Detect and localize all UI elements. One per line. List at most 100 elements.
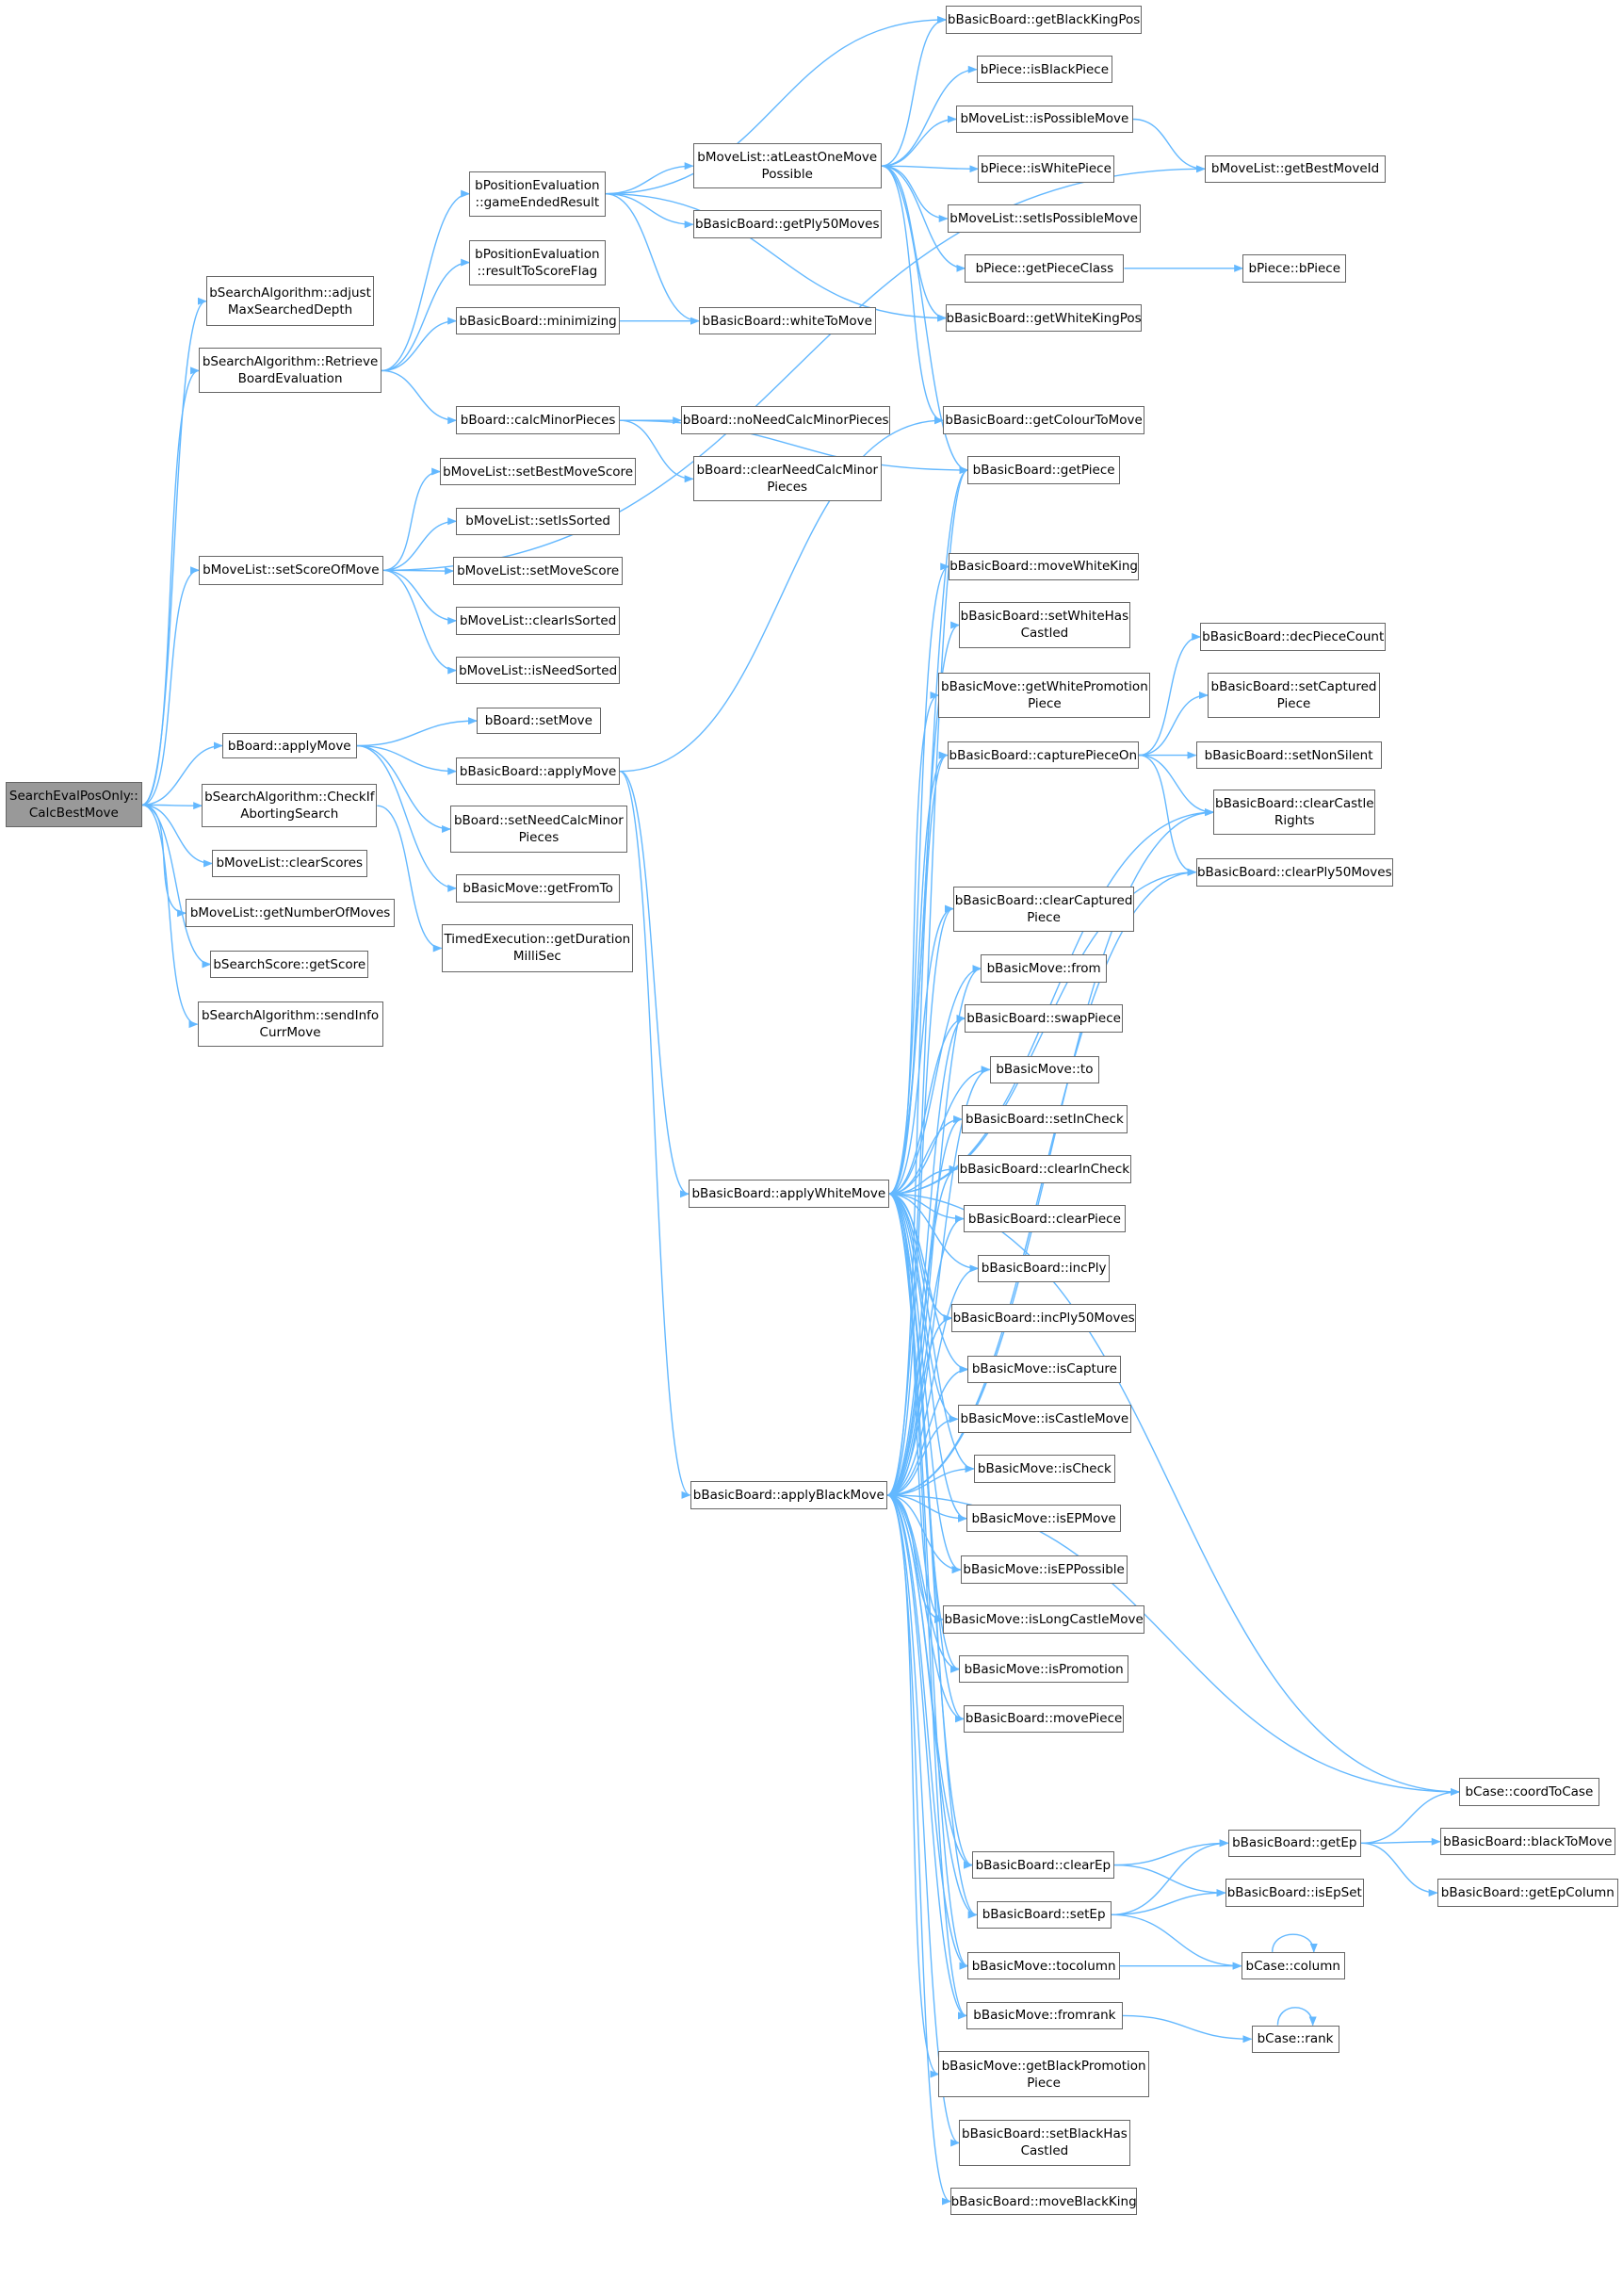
node-b-move-list-get-best-move-id[interactable]: bMoveList::getBestMoveId: [1204, 155, 1387, 183]
edge-b4-c5: [620, 419, 694, 483]
node-b-basic-move-is-capture[interactable]: bBasicMove::isCapture: [967, 1355, 1122, 1384]
node-b-basic-board-get-ep[interactable]: bBasicBoard::getEp: [1227, 1829, 1361, 1858]
node-b-basic-move-is-long-castle-move[interactable]: bBasicMove::isLongCastleMove: [943, 1605, 1145, 1634]
node-b-basic-board-minimizing[interactable]: bBasicBoard::minimizing: [456, 306, 621, 335]
node-b-basic-board-is-ep-set[interactable]: bBasicBoard::isEpSet: [1225, 1879, 1364, 1907]
node-b-move-list-clear-is-sorted[interactable]: bMoveList::clearIsSorted: [456, 607, 621, 635]
node-b-basic-board-apply-black-move[interactable]: bBasicBoard::applyBlackMove: [690, 1481, 888, 1509]
node-b-basic-move-is-eppossible[interactable]: bBasicMove::isEPPossible: [960, 1555, 1128, 1584]
node-b-basic-board-capture-piece-on[interactable]: bBasicBoard::capturePieceOn: [947, 741, 1139, 770]
edge-c6-d33: [888, 1193, 969, 1970]
edge-d32-e10: [1111, 1913, 1242, 1970]
node-b-basic-board-clear-ep[interactable]: bBasicBoard::clearEp: [972, 1850, 1114, 1880]
node-b-move-list-get-number-of-moves[interactable]: bMoveList::getNumberOfMoves: [186, 899, 396, 927]
node-b-basic-move-is-castle-move[interactable]: bBasicMove::isCastleMove: [957, 1405, 1132, 1433]
node-b-position-evaluation-result-to-score-flag[interactable]: bPositionEvaluation ::resultToScoreFlag: [469, 239, 606, 285]
node-timed-execution-get-duration-milli-sec[interactable]: TimedExecution::getDuration MilliSec: [441, 923, 633, 973]
edge-c7-d13: [886, 751, 949, 1496]
node-b-basic-board-set-in-check[interactable]: bBasicBoard::setInCheck: [962, 1105, 1128, 1133]
node-b-move-list-at-least-one-move-possible[interactable]: bMoveList::atLeastOneMove Possible: [692, 143, 882, 189]
node-b-basic-board-get-ply50moves[interactable]: bBasicBoard::getPly50Moves: [692, 210, 882, 238]
node-b-basic-move-is-check[interactable]: bBasicMove::isCheck: [973, 1455, 1116, 1483]
node-b-basic-move-fromrank[interactable]: bBasicMove::fromrank: [966, 2001, 1123, 2030]
node-b-basic-board-set-white-has-castled[interactable]: bBasicBoard::setWhiteHas Castled: [959, 602, 1130, 648]
node-b-basic-move-get-black-promotion-piece[interactable]: bBasicMove::getBlackPromotion Piece: [938, 2051, 1149, 2097]
node-b-piece-b-piece[interactable]: bPiece::bPiece: [1242, 254, 1347, 283]
node-b-case-rank[interactable]: bCase::rank: [1251, 2025, 1339, 2053]
node-b-move-list-set-is-possible-move[interactable]: bMoveList::setIsPossibleMove: [947, 204, 1141, 233]
node-b-basic-board-inc-ply[interactable]: bBasicBoard::incPly: [978, 1254, 1110, 1283]
edge-c7-d37: [886, 1494, 951, 2206]
node-b-basic-board-black-to-move[interactable]: bBasicBoard::blackToMove: [1439, 1828, 1615, 1856]
node-b-board-calc-minor-pieces[interactable]: bBoard::calcMinorPieces: [456, 406, 621, 434]
node-b-move-list-clear-scores[interactable]: bMoveList::clearScores: [212, 849, 367, 878]
edge-d3-e1: [1132, 118, 1206, 173]
node-b-basic-board-inc-ply50moves[interactable]: bBasicBoard::incPly50Moves: [951, 1304, 1136, 1332]
edge-a3-b9: [382, 569, 458, 675]
node-b-search-score-get-score[interactable]: bSearchScore::getScore: [210, 950, 369, 979]
node-b-search-algorithm-send-info-curr-move[interactable]: bSearchAlgorithm::sendInfo CurrMove: [197, 1001, 383, 1048]
node-b-move-list-set-is-sorted[interactable]: bMoveList::setIsSorted: [456, 507, 621, 536]
node-b-basic-board-get-piece[interactable]: bBasicBoard::getPiece: [967, 456, 1120, 484]
edge-c6-d21: [888, 1193, 980, 1273]
node-b-basic-move-get-white-promotion-piece[interactable]: bBasicMove::getWhitePromotion Piece: [938, 672, 1151, 719]
node-b-board-set-move[interactable]: bBoard::setMove: [476, 708, 601, 735]
node-b-board-no-need-calc-minor-pieces[interactable]: bBoard::noNeedCalcMinorPieces: [681, 406, 891, 434]
node-b-search-algorithm-check-if-aborting-search[interactable]: bSearchAlgorithm::CheckIf AbortingSearch: [202, 783, 378, 828]
edge-c7-d33: [886, 1494, 969, 1970]
node-b-basic-board-set-captured-piece[interactable]: bBasicBoard::setCaptured Piece: [1207, 672, 1381, 719]
node-b-basic-board-set-black-has-castled[interactable]: bBasicBoard::setBlackHas Castled: [959, 2120, 1130, 2166]
node-b-board-set-need-calc-minor-pieces[interactable]: bBoard::setNeedCalcMinor Pieces: [450, 806, 627, 853]
node-b-move-list-set-best-move-score[interactable]: bMoveList::setBestMoveScore: [440, 457, 637, 486]
node-b-piece-is-white-piece[interactable]: bPiece::isWhitePiece: [978, 155, 1114, 183]
node-b-search-algorithm-adjust-max-searched-depth[interactable]: bSearchAlgorithm::adjust MaxSearchedDept…: [205, 276, 375, 327]
node-b-basic-board-clear-captured-piece[interactable]: bBasicBoard::clearCaptured Piece: [952, 886, 1135, 932]
node-b-move-list-set-score-of-move[interactable]: bMoveList::setScoreOfMove: [199, 555, 383, 585]
node-b-basic-board-get-colour-to-move[interactable]: bBasicBoard::getColourToMove: [943, 406, 1145, 434]
node-b-basic-move-tocolumn[interactable]: bBasicMove::tocolumn: [967, 1951, 1120, 1980]
node-b-case-coord-to-case[interactable]: bCase::coordToCase: [1458, 1778, 1599, 1806]
edge-a2-b1: [381, 189, 471, 372]
edge-n0-a4: [141, 741, 223, 806]
node-b-basic-board-get-ep-column[interactable]: bBasicBoard::getEpColumn: [1436, 1879, 1619, 1907]
edge-a4-b11: [356, 744, 458, 775]
edge-c7-d16: [886, 1015, 966, 1496]
node-b-basic-board-get-white-king-pos[interactable]: bBasicBoard::getWhiteKingPos: [946, 303, 1143, 333]
node-b-basic-board-move-piece[interactable]: bBasicBoard::movePiece: [963, 1704, 1125, 1734]
node-b-board-apply-move[interactable]: bBoard::applyMove: [221, 732, 357, 759]
node-search-eval-pos-only-calc-best-move[interactable]: SearchEvalPosOnly:: CalcBestMove: [6, 782, 142, 828]
edge-c7-d14: [886, 904, 954, 1496]
node-b-basic-board-move-white-king[interactable]: bBasicBoard::moveWhiteKing: [949, 552, 1139, 581]
edge-a2-b2: [381, 258, 471, 372]
edge-b1-d1: [605, 15, 948, 195]
node-b-basic-board-clear-in-check[interactable]: bBasicBoard::clearInCheck: [957, 1155, 1132, 1183]
node-b-basic-move-is-epmove[interactable]: bBasicMove::isEPMove: [966, 1505, 1122, 1533]
node-b-position-evaluation-game-ended-result[interactable]: bPositionEvaluation ::gameEndedResult: [469, 171, 606, 217]
node-b-basic-move-is-promotion[interactable]: bBasicMove::isPromotion: [959, 1654, 1129, 1684]
node-b-basic-board-clear-castle-rights[interactable]: bBasicBoard::clearCastle Rights: [1213, 790, 1376, 836]
node-b-move-list-is-need-sorted[interactable]: bMoveList::isNeedSorted: [456, 656, 621, 685]
node-b-case-column[interactable]: bCase::column: [1241, 1951, 1345, 1980]
node-b-basic-move-get-from-to[interactable]: bBasicMove::getFromTo: [456, 874, 621, 903]
node-b-board-clear-need-calc-minor-pieces[interactable]: bBoard::clearNeedCalcMinor Pieces: [692, 456, 882, 502]
node-b-basic-board-get-black-king-pos[interactable]: bBasicBoard::getBlackKingPos: [946, 6, 1143, 34]
node-b-basic-board-set-ep[interactable]: bBasicBoard::setEp: [976, 1900, 1112, 1930]
node-b-basic-board-dec-piece-count[interactable]: bBasicBoard::decPieceCount: [1200, 623, 1387, 651]
node-b-piece-is-black-piece[interactable]: bPiece::isBlackPiece: [976, 55, 1113, 84]
node-b-basic-board-white-to-move[interactable]: bBasicBoard::whiteToMove: [698, 306, 876, 335]
node-b-basic-move-from[interactable]: bBasicMove::from: [981, 954, 1107, 983]
node-b-move-list-is-possible-move[interactable]: bMoveList::isPossibleMove: [956, 105, 1133, 134]
node-b-search-algorithm-retrieve-board-evaluation[interactable]: bSearchAlgorithm::Retrieve BoardEvaluati…: [199, 348, 382, 394]
edge-c1-d8: [881, 165, 945, 425]
node-b-basic-board-swap-piece[interactable]: bBasicBoard::swapPiece: [965, 1004, 1123, 1033]
node-b-basic-board-apply-white-move[interactable]: bBasicBoard::applyWhiteMove: [688, 1180, 889, 1208]
node-b-basic-board-apply-move[interactable]: bBasicBoard::applyMove: [456, 757, 621, 786]
node-b-move-list-set-move-score[interactable]: bMoveList::setMoveScore: [453, 557, 624, 585]
node-b-basic-board-move-black-king[interactable]: bBasicBoard::moveBlackKing: [949, 2187, 1138, 2216]
edge-b11-c6: [619, 770, 690, 1198]
node-b-piece-get-piece-class[interactable]: bPiece::getPieceClass: [965, 254, 1125, 283]
node-b-basic-move-to[interactable]: bBasicMove::to: [989, 1055, 1100, 1084]
node-b-basic-board-set-non-silent[interactable]: bBasicBoard::setNonSilent: [1195, 741, 1382, 770]
node-b-basic-board-clear-piece[interactable]: bBasicBoard::clearPiece: [963, 1204, 1127, 1233]
node-b-basic-board-clear-ply50moves[interactable]: bBasicBoard::clearPly50Moves: [1195, 858, 1394, 887]
